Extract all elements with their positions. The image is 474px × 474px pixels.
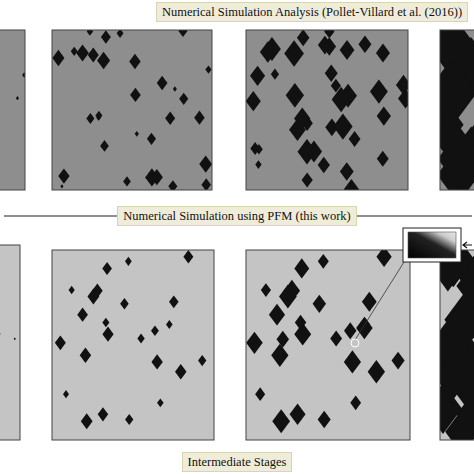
simulation-panel xyxy=(0,245,20,440)
pointer-arrow xyxy=(463,242,472,248)
zoom-inset xyxy=(408,232,456,258)
simulation-panel xyxy=(440,30,474,190)
caption-box: Numerical Simulation Analysis (Pollet-Vi… xyxy=(156,2,468,22)
simulation-panel xyxy=(440,250,474,440)
simulation-panel xyxy=(52,30,212,190)
simulation-panel xyxy=(0,30,25,190)
caption-text: Numerical Simulation using PFM (this wor… xyxy=(123,208,350,224)
caption-text: Numerical Simulation Analysis (Pollet-Vi… xyxy=(162,4,462,20)
caption-box: Intermediate Stages xyxy=(182,452,293,472)
caption-box: Numerical Simulation using PFM (this wor… xyxy=(117,206,356,226)
caption-text: Intermediate Stages xyxy=(188,454,287,470)
simulation-panel xyxy=(246,30,408,190)
simulation-panel xyxy=(52,250,214,440)
simulation-panel xyxy=(246,250,410,440)
